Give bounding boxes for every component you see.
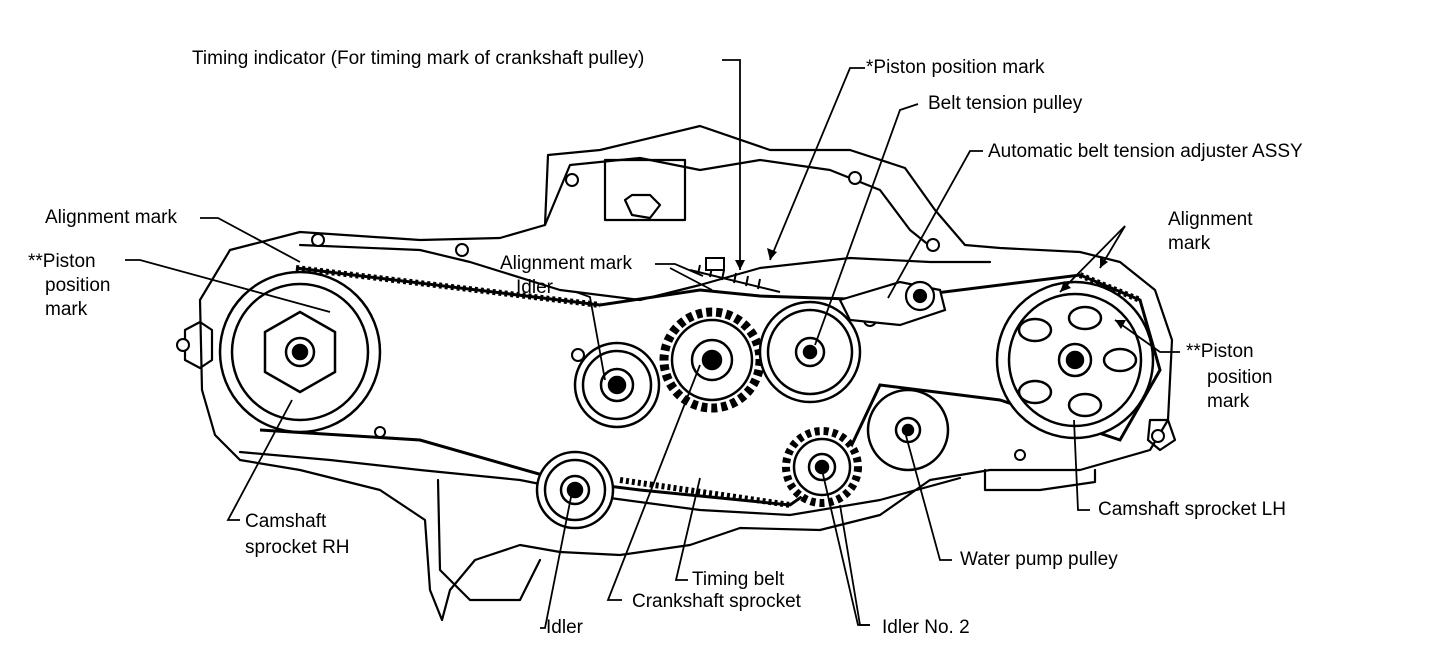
label-alignment-mark-right-line2: mark bbox=[1168, 233, 1211, 254]
label-piston-mark-rh-line3: mark bbox=[45, 299, 88, 320]
water-pump-pulley bbox=[866, 388, 950, 472]
label-alignment-mark-center: Alignment mark bbox=[500, 253, 632, 274]
label-piston-mark-lh-line1: **Piston bbox=[1186, 341, 1254, 362]
crankshaft-sprocket bbox=[659, 307, 765, 413]
label-camshaft-rh-line1: Camshaft bbox=[245, 511, 327, 532]
label-piston-mark-rh-line2: position bbox=[45, 275, 111, 296]
label-belt-tension-pulley: Belt tension pulley bbox=[928, 93, 1083, 114]
label-water-pump-pulley: Water pump pulley bbox=[960, 549, 1118, 570]
right-stand bbox=[983, 468, 1097, 492]
upper-cover-outline bbox=[543, 156, 937, 252]
camshaft-sprocket-lh bbox=[995, 280, 1155, 440]
left-bracket bbox=[183, 320, 214, 370]
label-camshaft-rh-line2: sprocket RH bbox=[245, 537, 350, 558]
idler-no2 bbox=[782, 427, 862, 507]
belt-tension-pulley bbox=[758, 300, 862, 404]
label-piston-mark-rh-line1: **Piston bbox=[28, 251, 96, 272]
top-neck bbox=[623, 193, 662, 220]
leader-lines bbox=[125, 59, 1180, 629]
lower-foot bbox=[436, 478, 542, 602]
label-piston-mark-lh-line2: position bbox=[1207, 367, 1273, 388]
label-camshaft-lh: Camshaft sprocket LH bbox=[1098, 499, 1286, 520]
label-idler-no2: Idler No. 2 bbox=[882, 617, 970, 638]
label-crankshaft-sprocket: Crankshaft sprocket bbox=[632, 591, 801, 612]
label-timing-belt: Timing belt bbox=[692, 569, 785, 590]
inner-cover-line bbox=[298, 243, 992, 302]
idler-lower bbox=[535, 450, 615, 530]
label-auto-belt-tension-adjuster: Automatic belt tension adjuster ASSY bbox=[988, 141, 1303, 162]
label-piston-mark-lh-line3: mark bbox=[1207, 391, 1250, 412]
label-piston-position-mark: *Piston position mark bbox=[866, 57, 1045, 78]
camshaft-sprocket-rh bbox=[218, 270, 382, 434]
right-bracket bbox=[1146, 418, 1177, 452]
label-alignment-mark-right-line1: Alignment bbox=[1168, 209, 1253, 230]
top-block bbox=[603, 158, 687, 222]
engine-housing-outline bbox=[198, 124, 1174, 622]
label-alignment-mark-left: Alignment mark bbox=[45, 207, 177, 228]
label-idler-top: Idler bbox=[516, 277, 553, 298]
label-idler-bottom: Idler bbox=[546, 617, 583, 638]
label-timing-indicator: Timing indicator (For timing mark of cra… bbox=[192, 48, 645, 69]
timing-indicator-scale bbox=[689, 257, 781, 293]
idler-upper bbox=[573, 341, 661, 429]
auto-tension-adjuster bbox=[838, 280, 947, 327]
